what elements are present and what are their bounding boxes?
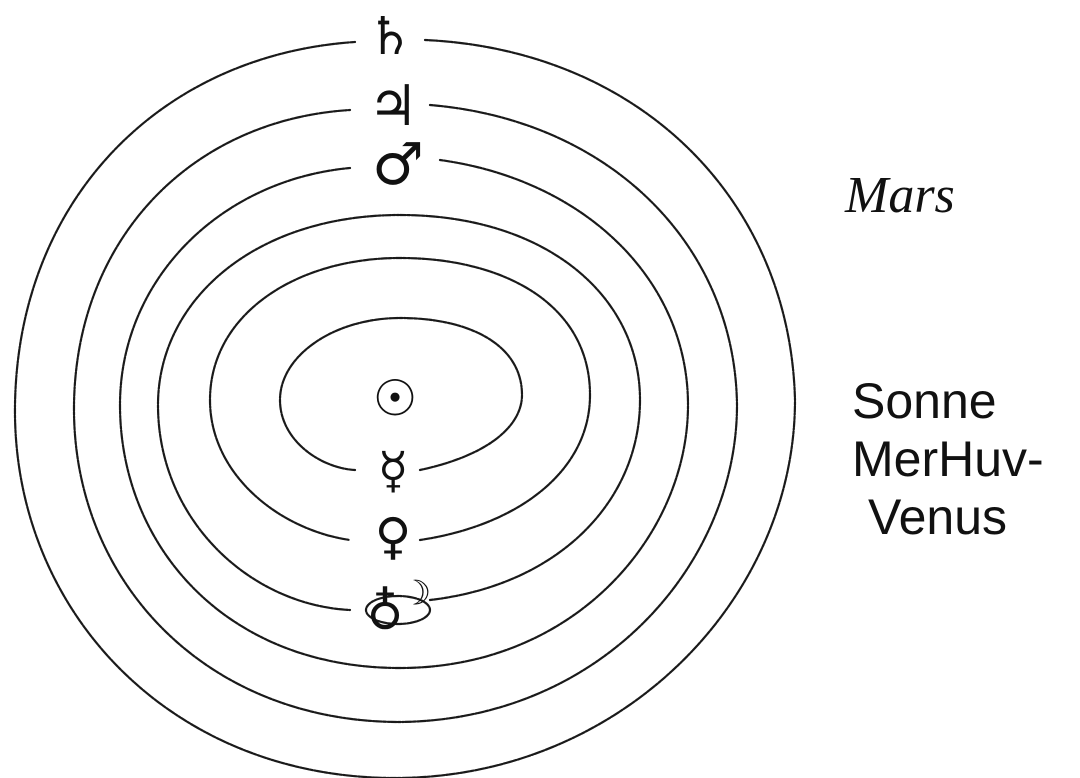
sonne-label: Sonne (852, 373, 997, 429)
planet-symbols: ♄ ♃ ♂ ☉ ☿ ♀ ♁ ☽ (367, 7, 432, 641)
venus-icon: ♀ (375, 508, 412, 566)
mercury-icon: ☿ (378, 442, 409, 500)
venus-label: Venus (868, 489, 1008, 545)
sun-icon: ☉ (373, 370, 418, 428)
orbit-jupiter (72, 103, 739, 724)
merhuv-label: MerHuv- (852, 431, 1044, 487)
mars-label: Mars (845, 167, 955, 224)
legend-text: Sonne MerHuv- Venus (852, 372, 1044, 546)
orbit-mercury (278, 316, 524, 472)
mars-icon: ♂ (372, 130, 424, 198)
moon-icon: ☽ (401, 574, 431, 614)
orbit-mars (118, 158, 690, 670)
orbit-venus (208, 256, 592, 542)
orbit-moon (364, 594, 432, 626)
saturn-icon: ♄ (367, 7, 414, 67)
jupiter-icon: ♃ (368, 74, 418, 139)
orbit-earth (156, 213, 642, 612)
earth-icon: ♁ (367, 583, 404, 641)
